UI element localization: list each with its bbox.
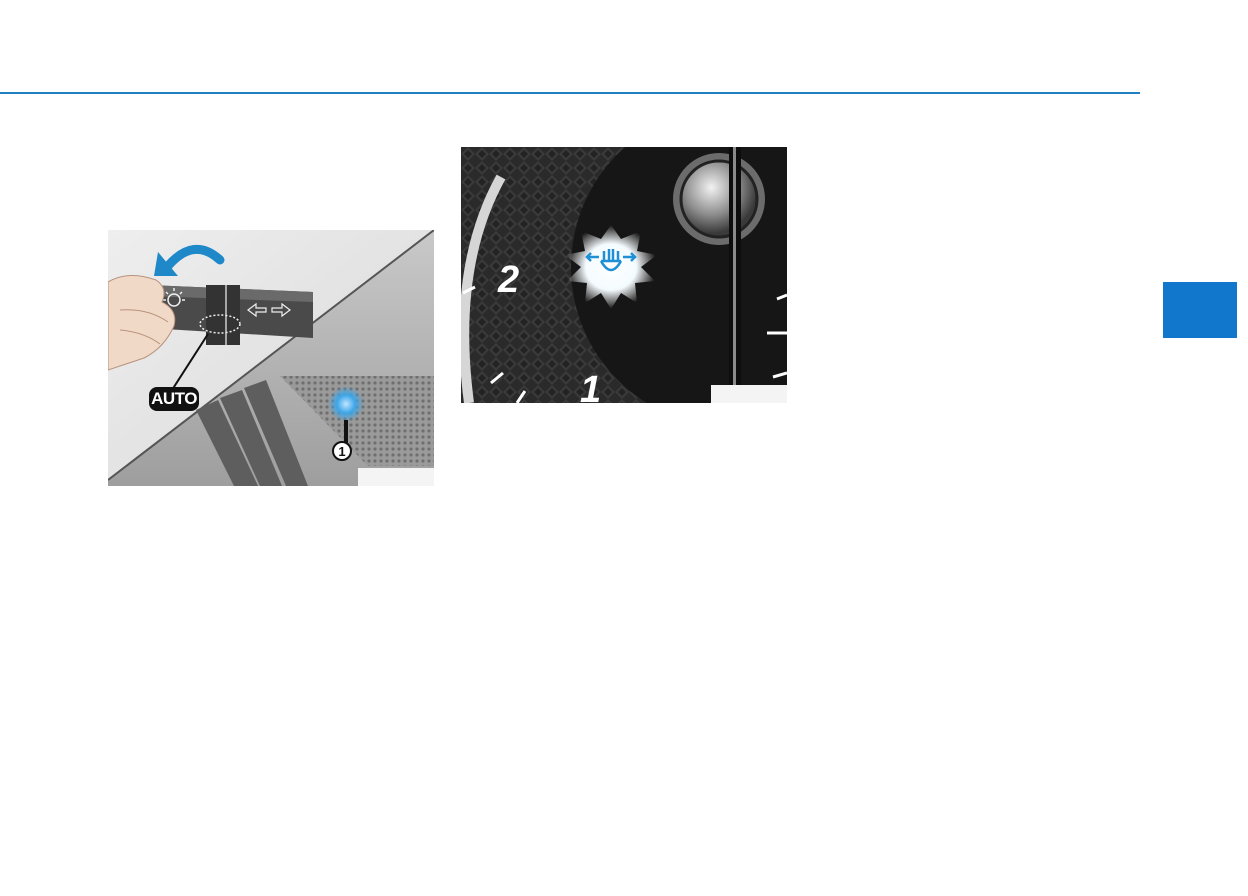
auto-callout-label: AUTO bbox=[149, 387, 199, 411]
figure-code bbox=[358, 468, 434, 486]
chapter-tab[interactable] bbox=[1163, 282, 1237, 338]
light-switch-drawing bbox=[108, 230, 434, 486]
sensor-marker-number: 1 bbox=[332, 441, 352, 461]
gauge-number-two: 2 bbox=[498, 259, 519, 302]
figure-code bbox=[711, 385, 787, 403]
light-switch-illustration: AUTO 1 bbox=[108, 230, 434, 486]
instrument-cluster-illustration: 2 1 bbox=[461, 147, 787, 403]
gauge-number-one: 1 bbox=[580, 369, 601, 403]
header-rule bbox=[0, 92, 1140, 94]
